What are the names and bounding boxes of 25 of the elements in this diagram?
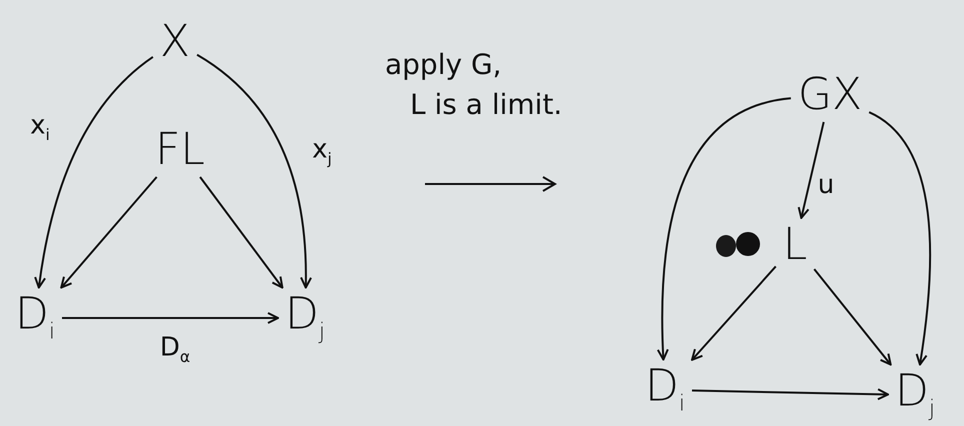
math-object: X [156, 18, 194, 66]
math-object: D$_{i}$ [11, 290, 59, 346]
annotation-text: L is a limit. [410, 91, 562, 119]
arrow [199, 176, 284, 289]
math-object: D$_{j}$ [281, 290, 329, 346]
math-object: L [778, 221, 812, 269]
arrow [34, 56, 154, 289]
annotation-text: apply G, [385, 51, 502, 79]
edge-label: x$_{i}$ [30, 112, 50, 144]
arrow [691, 266, 776, 361]
math-object: D$_{i}$ [641, 362, 689, 418]
arrow [813, 268, 892, 366]
arrow [60, 176, 158, 289]
arrow [657, 97, 792, 361]
edge-label: u [818, 172, 834, 198]
math-object: GX [794, 71, 866, 119]
edge-label: x$_{j}$ [312, 136, 332, 168]
math-object: FL [151, 126, 209, 174]
math-object: D$_{j}$ [891, 368, 939, 422]
arrow [798, 122, 825, 219]
arrow [692, 388, 889, 400]
arrow [62, 312, 279, 324]
edge-label: D$_{α}$ [160, 334, 190, 366]
arrow [868, 111, 931, 366]
arrow [196, 54, 312, 289]
